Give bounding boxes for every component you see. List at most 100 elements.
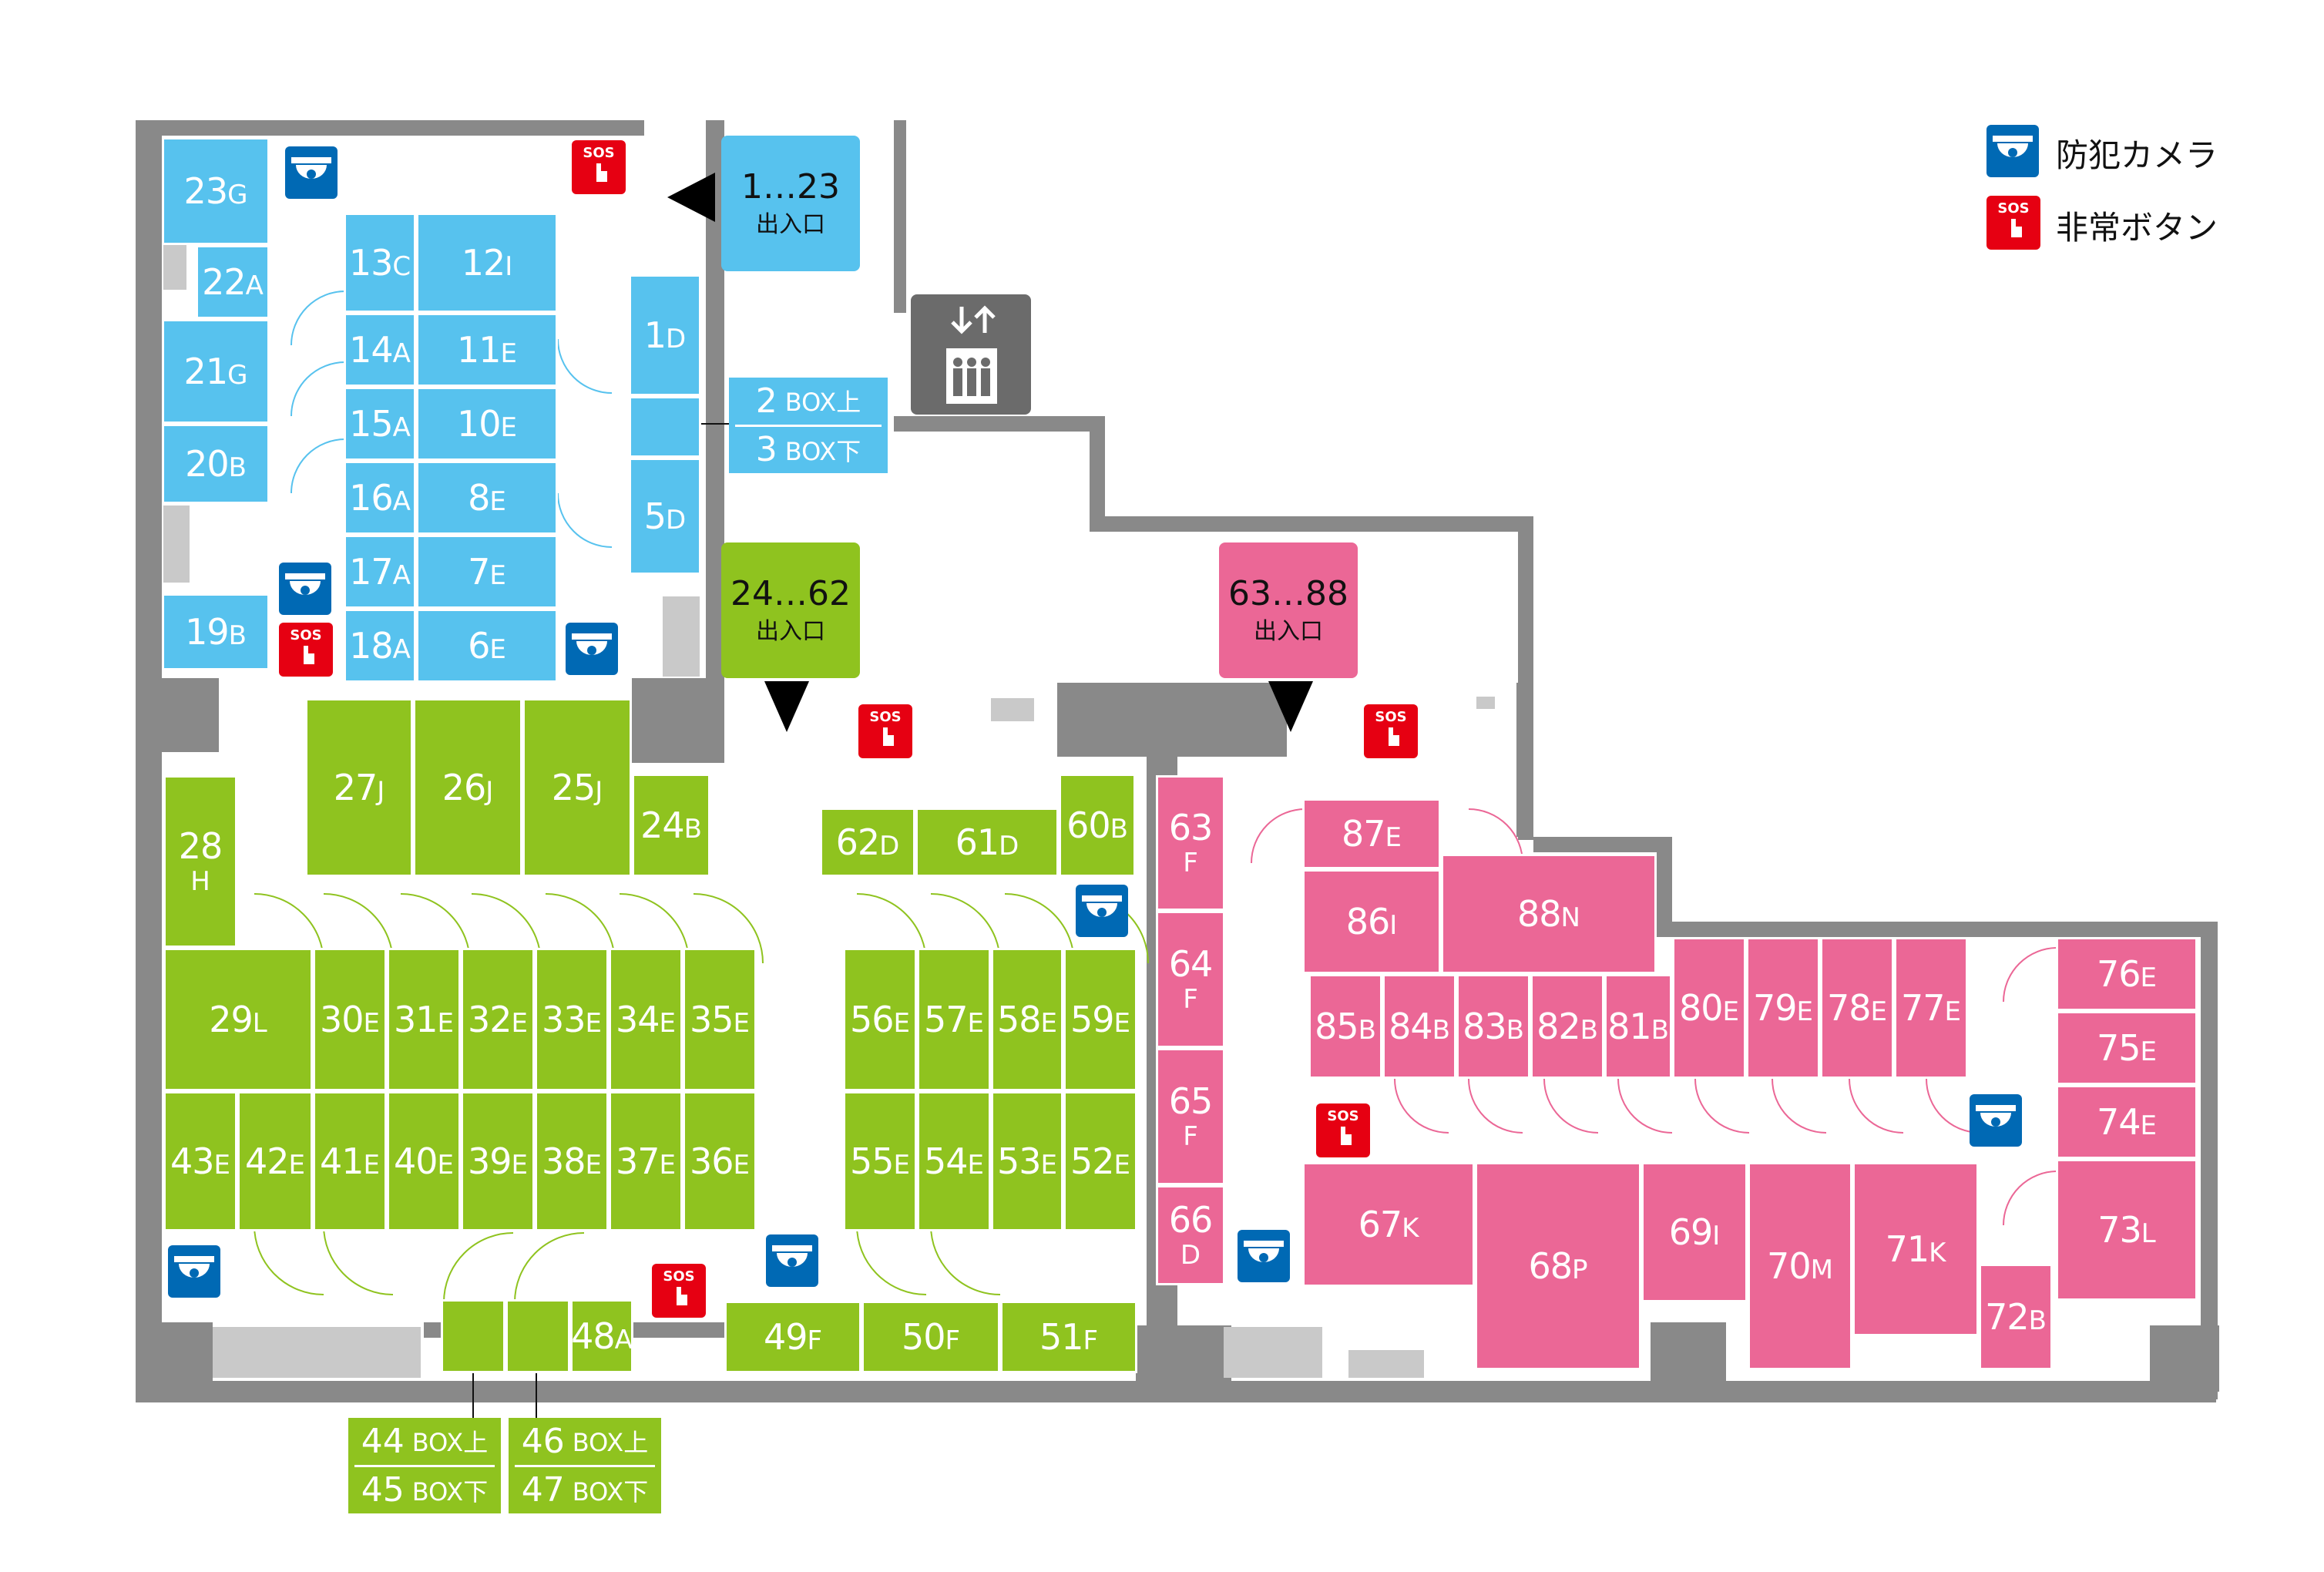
- unit-22[interactable]: 22A: [196, 245, 270, 319]
- walls: [136, 120, 2219, 1402]
- emergency-button-icon: SOS: [279, 623, 333, 677]
- unit-24[interactable]: 24B: [632, 774, 710, 877]
- unit-83[interactable]: 83B: [1456, 974, 1530, 1079]
- unit-7[interactable]: 7E: [416, 535, 558, 609]
- unit-77[interactable]: 77E: [1894, 937, 1968, 1079]
- unit-14[interactable]: 14A: [344, 313, 416, 387]
- unit-33[interactable]: 33E: [535, 948, 609, 1091]
- unit-27[interactable]: 27J: [305, 698, 413, 877]
- unit-62[interactable]: 62D: [820, 808, 915, 877]
- unit-84[interactable]: 84B: [1382, 974, 1456, 1079]
- unit-44-45[interactable]: [441, 1299, 505, 1373]
- unit-30[interactable]: 30E: [313, 948, 387, 1091]
- security-camera-icon: [1076, 885, 1128, 937]
- unit-53[interactable]: 53E: [991, 1091, 1063, 1231]
- door-swings-pink: [1251, 808, 2058, 1226]
- unit-2-3[interactable]: [629, 396, 701, 458]
- unit-51[interactable]: 51F: [1000, 1301, 1137, 1373]
- entrance-sign-pink: 63…88 出入口: [1219, 542, 1358, 678]
- unit-76[interactable]: 76E: [2056, 937, 2198, 1011]
- legend-sos-icon: SOS: [1986, 196, 2040, 250]
- unit-37[interactable]: 37E: [609, 1091, 683, 1231]
- unit-17[interactable]: 17A: [344, 535, 416, 609]
- unit-32[interactable]: 32E: [461, 948, 535, 1091]
- unit-85[interactable]: 85B: [1308, 974, 1382, 1079]
- unit-59[interactable]: 59E: [1063, 948, 1137, 1091]
- unit-36[interactable]: 36E: [683, 1091, 757, 1231]
- unit-81[interactable]: 81B: [1604, 974, 1672, 1079]
- legend-camera-icon: [1986, 125, 2039, 177]
- unit-71[interactable]: 71K: [1852, 1162, 1979, 1336]
- unit-55[interactable]: 55E: [843, 1091, 917, 1231]
- unit-73[interactable]: 73L: [2056, 1159, 2198, 1301]
- unit-86[interactable]: 86I: [1302, 869, 1441, 974]
- unit-25[interactable]: 25J: [522, 698, 632, 877]
- entrance-markers: [667, 173, 1313, 732]
- unit-88[interactable]: 88N: [1441, 854, 1657, 974]
- unit-12[interactable]: 12I: [416, 213, 558, 313]
- unit-67[interactable]: 67K: [1302, 1162, 1475, 1287]
- unit-40[interactable]: 40E: [387, 1091, 461, 1231]
- unit-11[interactable]: 11E: [416, 313, 558, 387]
- unit-60[interactable]: 60B: [1059, 774, 1136, 877]
- entrance-range: 24…62: [730, 574, 851, 614]
- unit-48[interactable]: 48A: [570, 1299, 633, 1373]
- unit-80[interactable]: 80E: [1672, 937, 1746, 1079]
- entrance-range: 63…88: [1228, 574, 1348, 614]
- unit-38[interactable]: 38E: [535, 1091, 609, 1231]
- security-camera-icon: [279, 563, 331, 615]
- unit-41[interactable]: 41E: [313, 1091, 387, 1231]
- unit-79[interactable]: 79E: [1746, 937, 1820, 1079]
- unit-57[interactable]: 57E: [917, 948, 991, 1091]
- unit-1[interactable]: 1D: [629, 274, 701, 396]
- unit-26[interactable]: 26J: [413, 698, 522, 877]
- unit-10[interactable]: 10E: [416, 387, 558, 461]
- unit-21[interactable]: 21G: [162, 319, 270, 424]
- unit-15[interactable]: 15A: [344, 387, 416, 461]
- unit-58[interactable]: 58E: [991, 948, 1063, 1091]
- unit-78[interactable]: 78E: [1820, 937, 1894, 1079]
- unit-34[interactable]: 34E: [609, 948, 683, 1091]
- unit-43[interactable]: 43E: [163, 1091, 237, 1231]
- unit-23[interactable]: 23G: [162, 137, 270, 245]
- unit-18[interactable]: 18A: [344, 609, 416, 683]
- unit-46-47[interactable]: [505, 1299, 570, 1373]
- unit-54[interactable]: 54E: [917, 1091, 991, 1231]
- unit-31[interactable]: 31E: [387, 948, 461, 1091]
- emergency-button-icon: SOS: [652, 1264, 706, 1318]
- unit-16[interactable]: 16A: [344, 461, 416, 535]
- unit-13[interactable]: 13C: [344, 213, 416, 313]
- unit-68[interactable]: 68P: [1475, 1162, 1641, 1370]
- unit-69[interactable]: 69I: [1641, 1162, 1748, 1302]
- unit-72[interactable]: 72B: [1979, 1264, 2053, 1370]
- unit-75[interactable]: 75E: [2056, 1011, 2198, 1085]
- unit-52[interactable]: 52E: [1063, 1091, 1137, 1231]
- unit-50[interactable]: 50F: [861, 1301, 1000, 1373]
- unit-6[interactable]: 6E: [416, 609, 558, 683]
- unit-82[interactable]: 82B: [1530, 974, 1604, 1079]
- unit-20[interactable]: 20B: [162, 424, 270, 504]
- unit-8[interactable]: 8E: [416, 461, 558, 535]
- entrance-label: 出入口: [1254, 618, 1323, 646]
- entrance-label: 出入口: [756, 211, 825, 239]
- emergency-button-icon: SOS: [1364, 704, 1418, 758]
- unit-56[interactable]: 56E: [843, 948, 917, 1091]
- unit-70[interactable]: 70M: [1748, 1162, 1852, 1370]
- unit-61[interactable]: 61D: [915, 808, 1059, 877]
- unit-42[interactable]: 42E: [237, 1091, 313, 1231]
- unit-35[interactable]: 35E: [683, 948, 757, 1091]
- unit-19[interactable]: 19B: [162, 593, 270, 670]
- unit-87[interactable]: 87E: [1302, 798, 1441, 869]
- unit-5[interactable]: 5D: [629, 458, 701, 575]
- unit-39[interactable]: 39E: [461, 1091, 535, 1231]
- unit-29[interactable]: 29L: [163, 948, 313, 1091]
- unit-49[interactable]: 49F: [724, 1301, 861, 1373]
- unit-74[interactable]: 74E: [2056, 1085, 2198, 1159]
- security-camera-icon: [1238, 1230, 1290, 1282]
- security-camera-icon: [566, 623, 618, 675]
